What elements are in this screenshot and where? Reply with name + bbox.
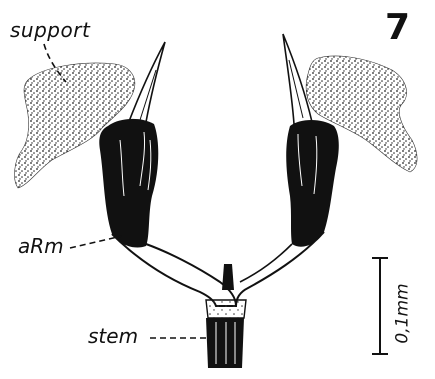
- stem-label: stem: [88, 326, 138, 346]
- right-inner-edge: [240, 244, 292, 282]
- stem: [206, 318, 244, 368]
- support-label: support: [10, 20, 90, 40]
- arm-leader: [70, 236, 122, 248]
- central-spine: [222, 264, 234, 290]
- stem-upper: [206, 300, 246, 318]
- arm-label: aRm: [18, 236, 64, 256]
- scale-bar: [372, 258, 388, 354]
- right-arm-dark: [286, 120, 339, 247]
- left-arm-dark: [99, 119, 158, 248]
- figure-number: 7: [385, 10, 410, 46]
- scale-bar-label-text: 0,1mm: [395, 283, 412, 343]
